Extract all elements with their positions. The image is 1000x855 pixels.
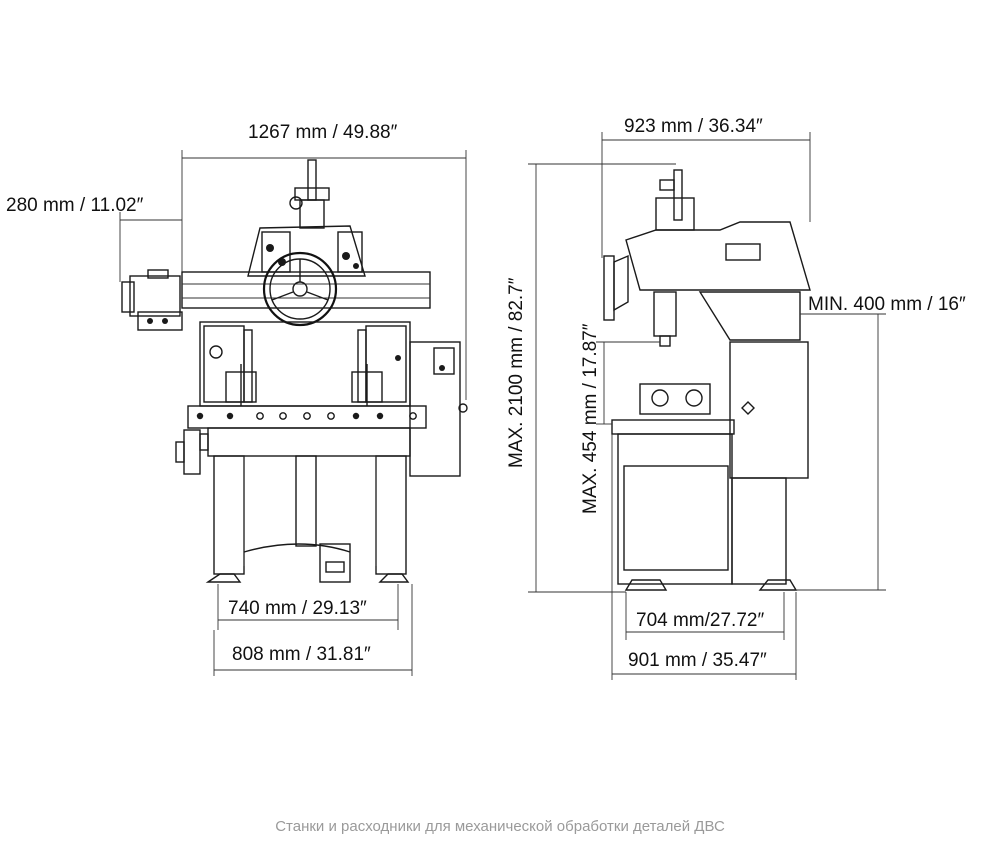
- dim-base-width: 808 mm / 31.81″: [232, 644, 371, 665]
- dim-max-height: MAX. 2100 mm / 82.7″: [506, 277, 527, 468]
- dim-max-stroke: MAX. 454 mm / 17.87″: [580, 323, 601, 514]
- dim-table-width: 740 mm / 29.13″: [228, 598, 367, 619]
- front-view-machine: [121, 159, 468, 583]
- dim-side-depth: 923 mm / 36.34″: [624, 116, 763, 137]
- dim-base-depth: 704 mm/27.72″: [636, 610, 764, 631]
- dim-motor-offset: 280 mm / 11.02″: [6, 195, 144, 216]
- page-caption: Станки и расходники для механической обр…: [275, 818, 725, 835]
- front-view-dimension-lines: [119, 150, 467, 676]
- side-view-dimension-lines: [528, 132, 886, 680]
- dim-foot-depth: 901 mm / 35.47″: [628, 650, 767, 671]
- side-view-machine: [603, 169, 811, 591]
- dim-min-clearance: MIN. 400 mm / 16″: [808, 294, 966, 315]
- dim-overall-width: 1267 mm / 49.88″: [248, 122, 398, 143]
